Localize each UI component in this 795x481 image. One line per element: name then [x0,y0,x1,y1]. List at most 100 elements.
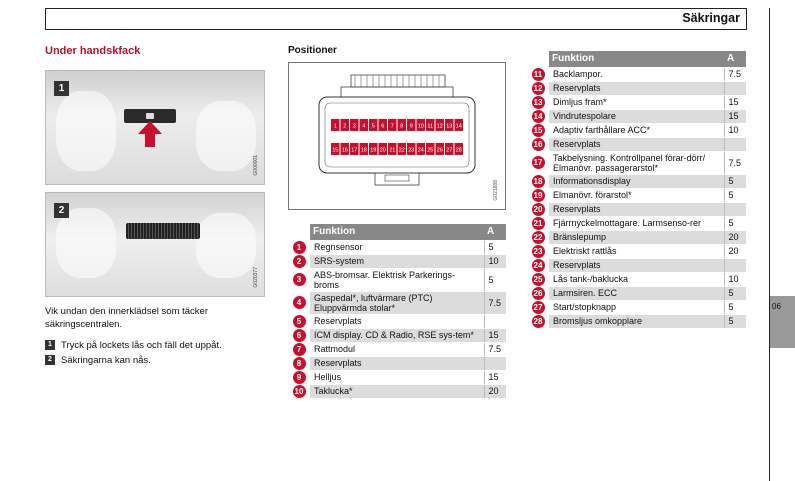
fuse-amperage-cell: 20 [484,384,506,399]
fuse-amperage-cell: 15 [724,95,746,110]
arrow-shaft [145,133,155,147]
fuse-number-cell: 26 [527,286,549,301]
fuse-amperage-cell: 5 [724,314,746,329]
fuse-cell [388,119,397,131]
fuse-cell-label: 11 [427,124,433,130]
fuse-amperage-cell: 5 [724,300,746,315]
photo-highlight [196,213,256,278]
fuse-amperage-cell: 7.5 [724,151,746,175]
fuse-cell [397,143,406,155]
fuse-number-cell: 17 [527,151,549,175]
fuse-number-cell: 6 [288,328,310,343]
latch-button [146,113,154,119]
fuse-function-cell: Informationsdisplay [549,174,725,189]
step-number: 2 [45,355,55,366]
fuse-function-cell: SRS-system [310,254,485,269]
fuse-cell-label: 16 [342,148,348,154]
fuse-number-cell: 14 [527,109,549,124]
fuse-number-cell: 3 [288,268,310,292]
fuse-number-badge: 14 [531,109,545,123]
fuse-function-cell: Reservplats [549,258,725,273]
fuse-number-cell: 18 [527,174,549,189]
fuse-number-cell: 10 [288,384,310,399]
fuse-number-badge: 26 [531,286,545,300]
chapter-tab: 06 [770,296,795,348]
instruction-text: Vik undan den innerklädsel som täcker sä… [45,306,209,330]
fuse-number-badge: 10 [292,384,306,398]
header-funktion: Funktion [549,51,724,68]
step-number: 1 [45,340,55,351]
diagram-code: G021888 [493,180,499,201]
fuse-function-cell: Adaptiv farthållare ACC* [549,123,725,138]
step-text: Tryck på lockets lås och fäll det uppåt. [61,340,222,351]
fuse-function-cell: Bränslepump [549,230,725,245]
fuse-number-badge: 9 [292,370,306,384]
fuse-cell-label: 27 [446,148,452,154]
fuse-number-cell: 1 [288,240,310,255]
fuse-number-badge: 7 [292,342,306,356]
fuse-function-cell: Taklucka* [310,384,485,399]
fuse-number-badge: 12 [531,81,545,95]
fuse-cell [445,143,454,155]
fuse-function-cell: ICM display. CD & Radio, RSE sys-tem* [310,328,485,343]
photo-highlight [56,91,116,171]
fuse-cell-label: 6 [381,124,384,130]
fuse-cell-label: 3 [353,124,356,130]
photo-highlight [56,208,116,278]
page-header: Säkringar [45,8,747,30]
fuse-number-cell: 25 [527,272,549,287]
fuse-cell [435,119,444,131]
fuse-function-cell: Larmsiren. ECC [549,286,725,301]
fuse-number-badge: 28 [531,314,545,328]
fuse-cell [454,119,463,131]
fuse-number-cell: 27 [527,300,549,315]
fuse-box-tab-inner [384,174,410,182]
fuse-number-cell: 13 [527,95,549,110]
cover-latch [124,109,176,123]
fuse-amperage-cell: 5 [724,188,746,203]
fuse-cell [426,119,435,131]
fuse-amperage-cell: 7.5 [484,291,506,315]
fuse-number-cell: 24 [527,258,549,273]
fuse-function-cell: Reservplats [549,137,725,152]
fuse-number-cell: 9 [288,370,310,385]
fuse-amperage-cell [724,258,746,273]
fuse-amperage-cell: 15 [484,328,506,343]
fuse-amperage-cell [484,356,506,371]
fuse-cell [378,143,387,155]
fuse-number-cell: 20 [527,202,549,217]
fuse-cell-label: 21 [389,148,395,154]
fuse-number-badge: 18 [531,174,545,188]
fuse-amperage-cell: 5 [724,216,746,231]
photo-highlight [196,101,256,171]
fuse-cell-label: 9 [410,124,413,130]
fuse-function-cell: Elmanövr. förarstol* [549,188,725,203]
fuse-cell-label: 7 [391,124,394,130]
page-title: Säkringar [682,11,740,25]
fuse-cell [331,143,340,155]
fuse-amperage-cell: 20 [724,230,746,245]
fuse-cell-label: 8 [400,124,403,130]
fuse-cell-label: 15 [332,148,338,154]
margin-line [769,8,770,481]
fuse-cell [407,119,416,131]
photo-number: 2 [54,203,69,218]
fuse-amperage-cell [724,81,746,96]
